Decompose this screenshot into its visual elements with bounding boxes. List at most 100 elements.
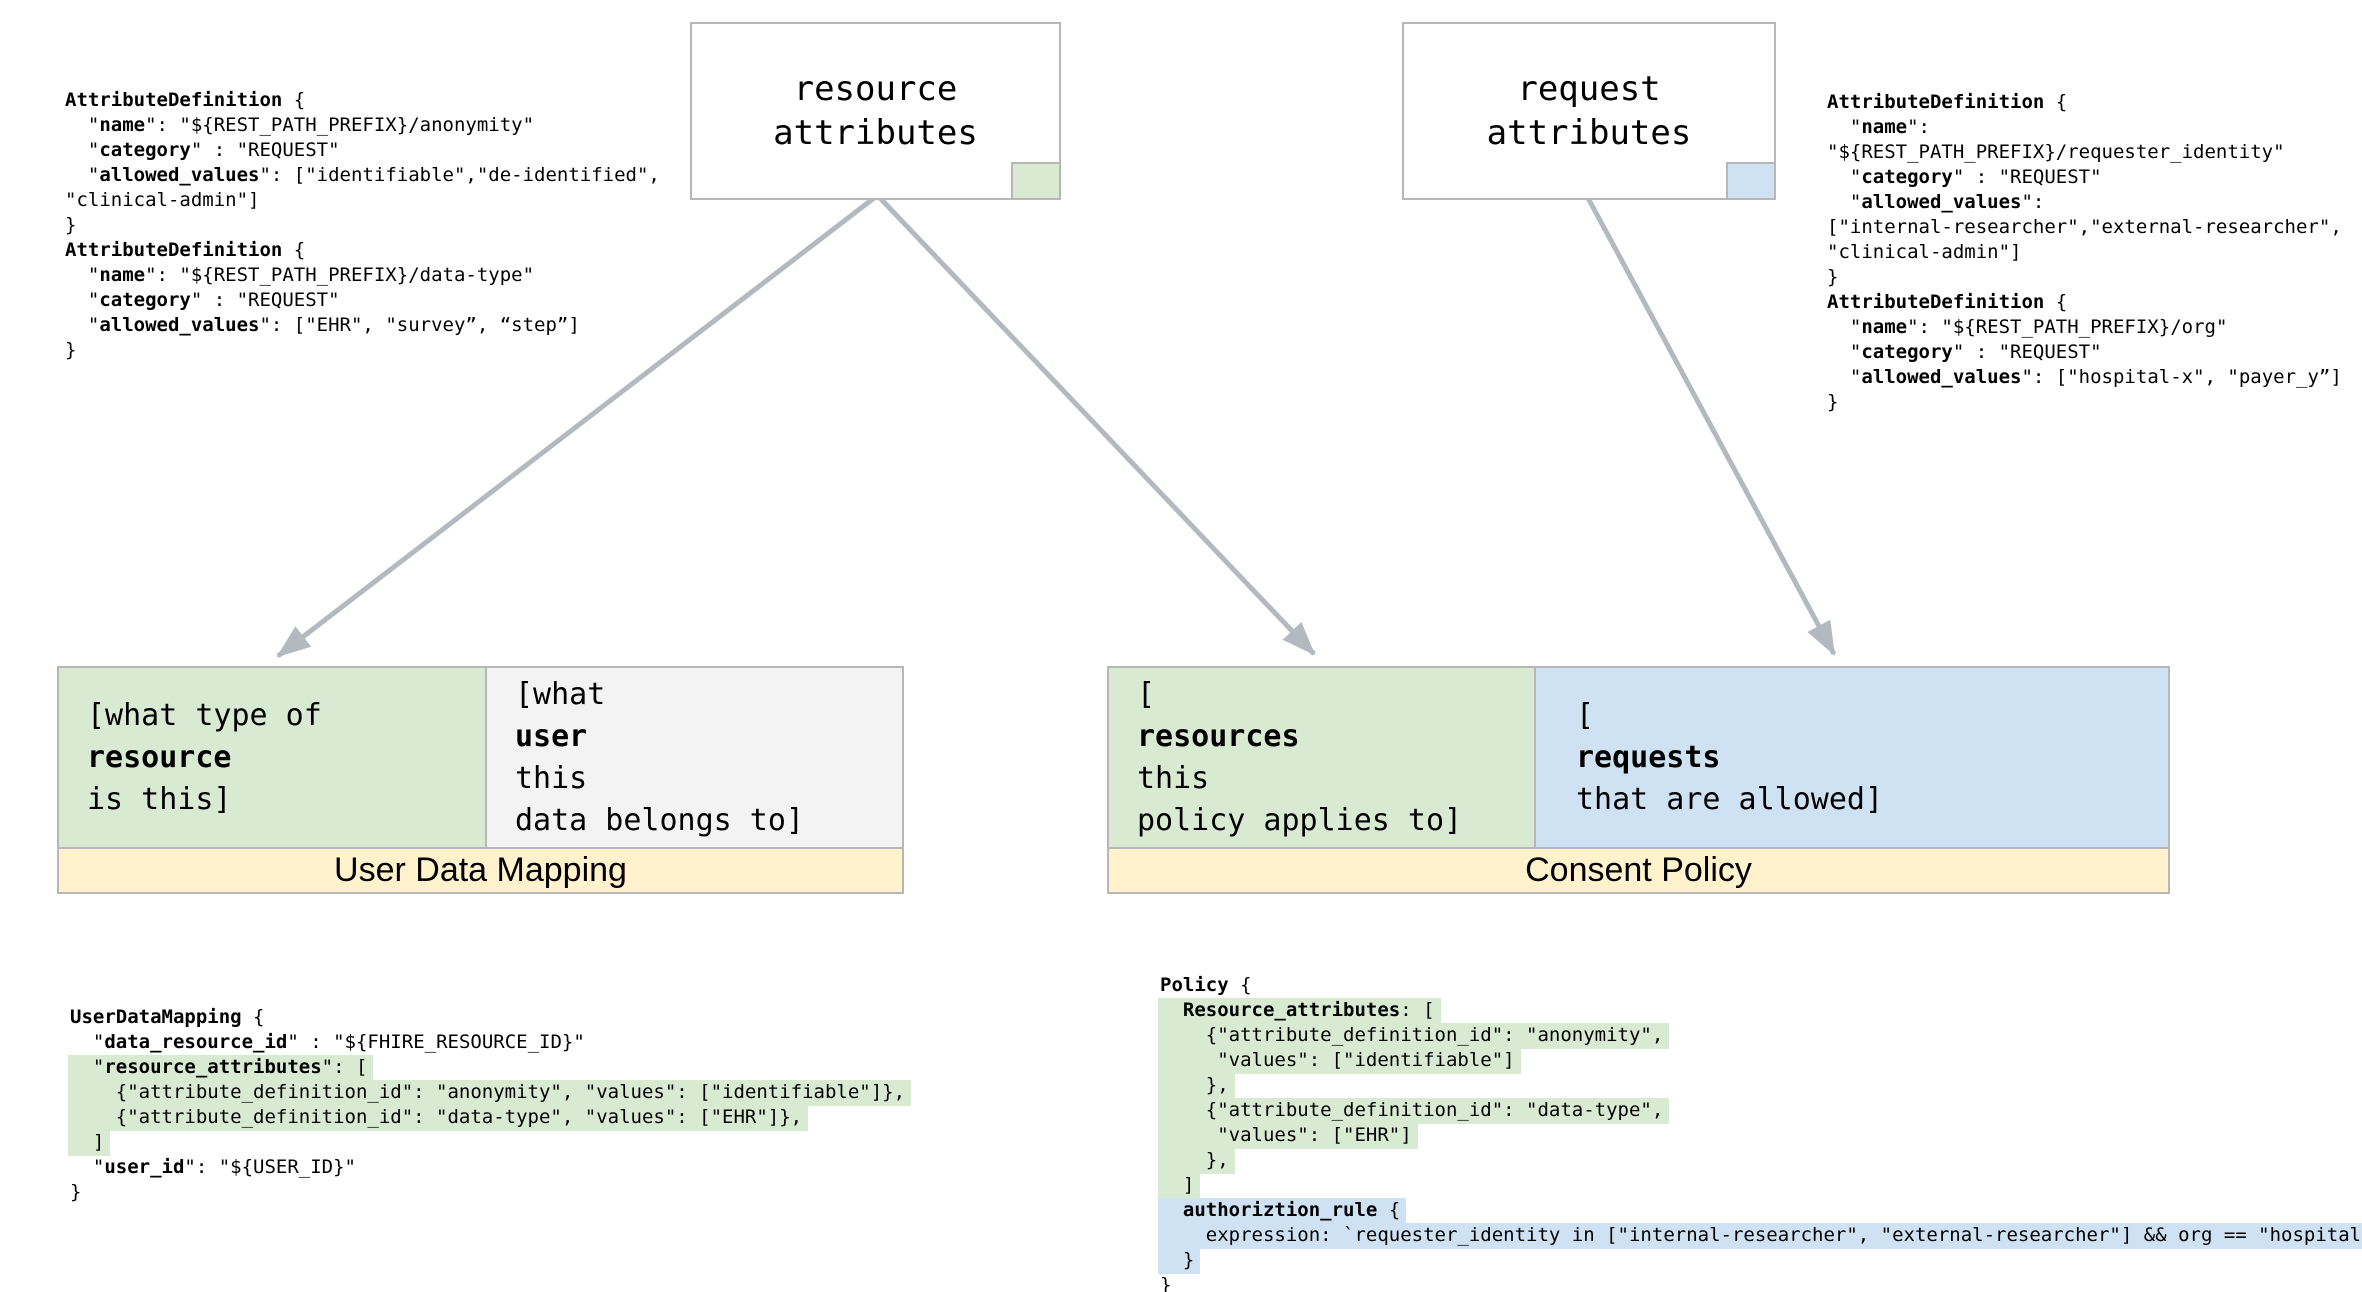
code-line: "allowed_values": ["EHR", "survey”, “ste… — [63, 313, 666, 338]
code-line: } — [1825, 265, 2348, 290]
text-segment: allowed_values — [1861, 366, 2022, 388]
text-segment: is this] — [87, 781, 232, 817]
text-segment: Resource_attributes — [1182, 999, 1401, 1021]
text-segment: this policy applies to] — [1137, 760, 1463, 838]
code-line: "name": "${REST_PATH_PREFIX}/data-type" — [63, 263, 666, 288]
user-data-mapping-code: UserDataMapping { "data_resource_id" : "… — [68, 1005, 912, 1205]
text-segment: " — [70, 1156, 105, 1178]
text-segment: { — [2044, 291, 2068, 313]
code-line: ] — [68, 1130, 911, 1156]
text-segment: { — [282, 89, 306, 111]
resource-attributes-title: resource attributes — [773, 69, 978, 153]
code-line: "allowed_values": — [1825, 190, 2348, 215]
resource-attributes-green-swatch — [1011, 162, 1061, 200]
code-line: AttributeDefinition { — [63, 88, 666, 113]
code-line: AttributeDefinition { — [1825, 290, 2348, 315]
code-line: ["internal-researcher","external-researc… — [1825, 215, 2348, 240]
text-segment: name — [99, 114, 146, 136]
text-segment: " — [1827, 366, 1862, 388]
text-segment: ": "${USER_ID}" — [184, 1156, 356, 1178]
text-segment — [1160, 999, 1183, 1021]
text-segment: " — [65, 264, 100, 286]
text-segment: { — [1377, 1199, 1401, 1221]
code-line: "name": "${REST_PATH_PREFIX}/org" — [1825, 315, 2348, 340]
text-segment: [what type of — [87, 697, 322, 733]
consent-policy-box: [resources this policy applies to] [requ… — [1107, 666, 2170, 894]
code-line: "category" : "REQUEST" — [63, 138, 666, 163]
code-line: {"attribute_definition_id": "data-type",… — [68, 1105, 911, 1131]
text-segment: " — [65, 314, 100, 336]
text-segment: "clinical-admin"] — [1827, 241, 2022, 263]
text-segment: data_resource_id — [104, 1031, 288, 1053]
text-segment: {"attribute_definition_id": "data-type", — [1160, 1099, 1664, 1121]
text-segment: " — [65, 164, 100, 186]
attribute-definitions-resource-code: AttributeDefinition { "name": "${REST_PA… — [63, 88, 666, 363]
text-segment: }, — [1160, 1074, 1229, 1096]
text-segment: "clinical-admin"] — [65, 189, 260, 211]
text-segment: ": "${REST_PATH_PREFIX}/data-type" — [145, 264, 535, 286]
text-segment: "${REST_PATH_PREFIX}/requester_identity" — [1827, 141, 2285, 163]
code-line: "user_id": "${USER_ID}" — [68, 1155, 911, 1180]
text-segment: category — [1861, 341, 1953, 363]
text-segment: : [ — [1400, 999, 1435, 1021]
text-segment: ": ["identifiable","de-identified", — [259, 164, 660, 186]
text-segment: AttributeDefinition — [1827, 91, 2045, 113]
text-segment: ": "${REST_PATH_PREFIX}/org" — [1907, 316, 2228, 338]
text-segment: { — [241, 1006, 265, 1028]
text-segment: {"attribute_definition_id": "data-type",… — [70, 1106, 803, 1128]
text-segment: name — [1861, 316, 1908, 338]
attribute-definitions-request-code: AttributeDefinition { "name":"${REST_PAT… — [1825, 90, 2348, 415]
user-data-mapping-label: User Data Mapping — [59, 847, 902, 892]
user-data-mapping-user-cell: [what user this data belongs to] — [485, 668, 902, 847]
code-line: "data_resource_id" : "${FHIRE_RESOURCE_I… — [68, 1030, 911, 1055]
code-line: } — [63, 213, 666, 238]
text-segment: category — [99, 139, 191, 161]
text-segment: { — [1228, 974, 1252, 996]
text-segment: [what — [515, 676, 606, 712]
text-segment: " : "${FHIRE_RESOURCE_ID}" — [287, 1031, 585, 1053]
text-segment: { — [282, 239, 306, 261]
text-segment: " — [1827, 341, 1862, 363]
code-line: expression: `requester_identity in ["int… — [1158, 1223, 2362, 1249]
text-segment: AttributeDefinition — [1827, 291, 2045, 313]
text-segment: that are allowed] — [1576, 781, 1884, 817]
text-segment: category — [1861, 166, 1953, 188]
code-line: UserDataMapping { — [68, 1005, 911, 1030]
text-segment: " : "REQUEST" — [1952, 166, 2102, 188]
text-segment: allowed_values — [99, 314, 260, 336]
arrow-request-attributes-to-consent-policy — [1585, 196, 1837, 656]
code-line: Resource_attributes: [ — [1158, 998, 2362, 1024]
text-segment: ": ["EHR", "survey”, “step”] — [259, 314, 580, 336]
user-data-mapping-box: [what type of resource is this] [what us… — [57, 666, 904, 894]
text-segment: " — [1827, 191, 1862, 213]
request-attributes-box: request attributes — [1402, 22, 1776, 200]
text-segment: ["internal-researcher","external-researc… — [1827, 216, 2342, 238]
text-segment: {"attribute_definition_id": "anonymity",… — [70, 1081, 906, 1103]
code-line: }, — [1158, 1148, 2362, 1174]
text-segment: } — [1827, 391, 1839, 413]
code-line: AttributeDefinition { — [63, 238, 666, 263]
text-segment: {"attribute_definition_id": "anonymity", — [1160, 1024, 1664, 1046]
text-segment: allowed_values — [1861, 191, 2022, 213]
resource-attributes-box: resource attributes — [690, 22, 1061, 200]
text-segment: " — [70, 1031, 105, 1053]
code-line: authoriztion_rule { — [1158, 1198, 2362, 1224]
consent-policy-resources-cell: [resources this policy applies to] — [1109, 668, 1534, 847]
text-segment: { — [2044, 91, 2068, 113]
text-segment: ": [ — [321, 1056, 368, 1078]
text-segment: " — [1827, 166, 1862, 188]
code-line: Policy { — [1158, 973, 2362, 998]
text-segment: [ — [1576, 697, 1595, 733]
text-segment: resources — [1137, 718, 1300, 754]
request-attributes-title: request attributes — [1486, 69, 1692, 153]
code-line: } — [1158, 1273, 2362, 1292]
text-segment: resource_attributes — [104, 1056, 322, 1078]
text-segment — [1160, 1199, 1183, 1221]
code-line: "name": "${REST_PATH_PREFIX}/anonymity" — [63, 113, 666, 138]
code-line: "name": — [1825, 115, 2348, 140]
code-line: } — [68, 1180, 911, 1205]
text-segment: this data belongs to] — [515, 760, 804, 838]
code-line: {"attribute_definition_id": "data-type", — [1158, 1098, 2362, 1124]
text-segment: " — [65, 114, 100, 136]
text-segment: " — [65, 289, 100, 311]
